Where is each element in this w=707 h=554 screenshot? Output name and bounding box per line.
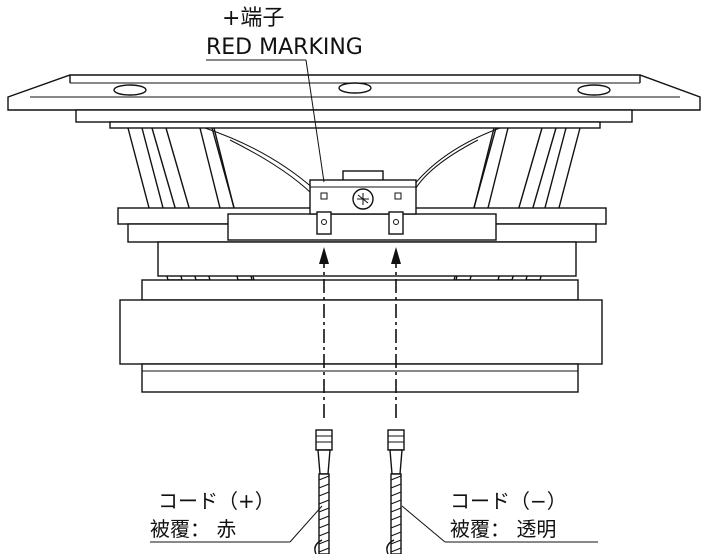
cord-plus [314, 429, 333, 554]
leader-cord-plus [150, 505, 323, 543]
cord-minus [386, 429, 405, 554]
terminal-marking-label: RED MARKING [206, 35, 363, 60]
speaker-frame-flange [7, 74, 701, 129]
cord-plus-covering: 被覆： 赤 [150, 517, 236, 541]
insert-arrow-plus [319, 247, 329, 418]
magnet-assembly [119, 279, 603, 393]
insert-arrow-minus [391, 247, 401, 418]
leader-cord-minus [401, 505, 598, 543]
terminal-tab-plus [316, 211, 332, 235]
cord-minus-covering: 被覆： 透明 [450, 517, 556, 541]
leader-terminal [206, 59, 325, 183]
terminal-tab-minus [388, 211, 404, 235]
terminal-block [309, 170, 417, 215]
cord-plus-title: コード（+） [158, 489, 275, 513]
terminal-top-label: +端子 [222, 6, 284, 31]
cord-minus-title: コード（−） [450, 489, 567, 513]
speaker-mid-ring [117, 207, 607, 277]
